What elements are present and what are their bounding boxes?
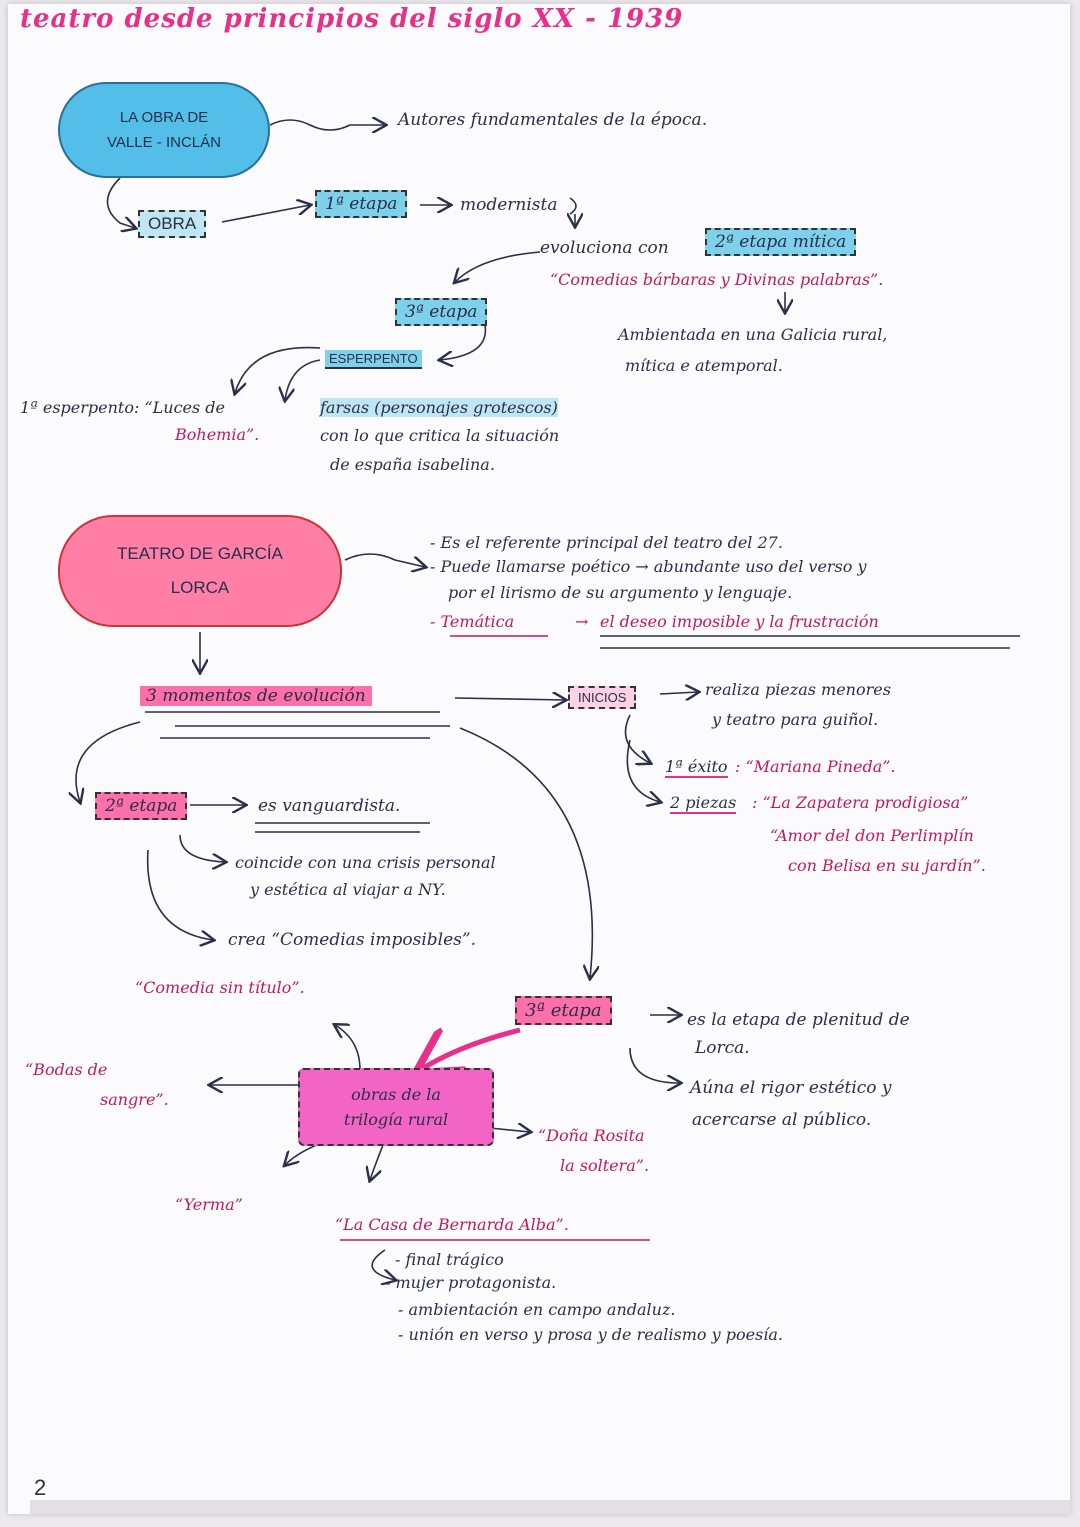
valle-cloud-line2: VALLE - INCLÁN [107,134,221,151]
ambientada-line1: Ambientada en una Galicia rural, [618,325,888,344]
piezas-text3: con Belisa en su jardín”. [788,856,986,875]
bernarda-final3: - ambientación en campo andaluz. [398,1300,676,1319]
dona-rosita-line1: “Doña Rosita [538,1126,645,1145]
lorca-etapa2-badge: 2ª etapa [95,792,188,820]
ambientada-line2: mítica e atemporal. [625,356,783,375]
lorca-bullet3-arrow: → [575,612,589,631]
vanguardista-text: es vanguardista. [258,796,401,816]
trilogia-line1: obras de la [351,1085,441,1104]
plenitud-line2: Lorca. [695,1038,750,1058]
farsas-line3: de españa isabelina. [330,455,495,474]
lorca-cloud-line1: TEATRO DE GARCÍA [117,544,283,563]
crea-comedias-text: crea “Comedias imposibles”. [228,930,476,950]
page-title: teatro desde principios del siglo XX - 1… [20,4,684,34]
modernista-text: modernista [460,195,558,215]
lorca-bullet2a: - Puede llamarse poético → abundante uso… [430,557,867,576]
trilogia-rural-box: obras de la trilogía rural [298,1068,494,1146]
valle-cloud-line1: LA OBRA DE [119,109,209,126]
bernarda-final1: - final trágico [395,1250,504,1269]
coincide-line1: coincide con una crisis personal [235,853,496,872]
exito-label: 1ª éxito [665,757,728,778]
inicios-text1: realiza piezas menores [705,680,891,699]
etapa2-mitica-badge: 2ª etapa mítica [705,228,857,256]
yerma-text: “Yerma” [175,1195,243,1214]
coincide-line2: y estética al viajar a NY. [250,880,446,899]
lorca-cloud-line2: LORCA [170,578,230,597]
momentos-evolucion-label: 3 momentos de evolución [140,686,372,706]
dona-rosita-line2: la soltera”. [560,1156,650,1175]
garcia-lorca-cloud: TEATRO DE GARCÍA LORCA [58,515,342,627]
evoluciona-text: evoluciona con [540,238,669,258]
trilogia-line2: trilogía rural [343,1110,449,1129]
bernarda-alba-text: “La Casa de Bernarda Alba”. [335,1215,569,1234]
page-number: 2 [34,1475,47,1500]
bodas-line2: sangre”. [100,1090,169,1109]
inicios-text2: y teatro para guiñol. [712,710,879,729]
lorca-etapa3-badge: 3ª etapa [515,996,612,1025]
plenitud-line1: es la etapa de plenitud de [687,1010,910,1030]
bernarda-final4: - unión en verso y prosa y de realismo y… [398,1325,784,1344]
exito-text: : “Mariana Pineda”. [735,757,896,776]
piezas-label: 2 piezas [670,793,737,814]
etapa3-badge: 3ª etapa [395,298,488,326]
comedia-sin-titulo-text: “Comedia sin título”. [135,978,305,997]
farsas-line1: farsas (personajes grotescos) [320,398,558,417]
lorca-bullet2b: por el lirismo de su argumento y lenguaj… [448,583,793,602]
piezas-text2: “Amor del don Perlimplín [770,826,974,845]
auna-line2: acercarse al público. [692,1110,872,1130]
lorca-bullet3-text: el deseo imposible y la frustración [600,612,879,631]
farsas-line2: con lo que critica la situación [320,426,560,445]
obra-badge: OBRA [138,210,207,238]
valle-inclan-cloud: LA OBRA DE VALLE - INCLÁN [58,82,270,178]
notebook-page [8,4,1070,1514]
lorca-bullet3-label: - Temática [430,612,515,631]
bodas-line1: “Bodas de [25,1060,108,1079]
bernarda-final2: - mujer protagonista. [385,1273,557,1292]
etapa1-badge: 1ª etapa [315,190,408,218]
piezas-text1: : “La Zapatera prodigiosa” [752,793,969,812]
inicios-badge: INICIOS [568,686,637,709]
primer-esperpento-line2: Bohemia”. [175,425,260,444]
autores-text: Autores fundamentales de la época. [398,110,708,130]
lorca-bullet1: - Es el referente principal del teatro d… [430,533,783,552]
auna-line1: Aúna el rigor estético y [690,1078,892,1098]
page-edge [30,1500,1070,1514]
esperpento-label: ESPERPENTO [325,350,422,369]
primer-esperpento-line1: 1ª esperpento: “Luces de [20,398,226,417]
comedias-barbaras-text: “Comedias bárbaras y Divinas palabras”. [550,270,884,289]
